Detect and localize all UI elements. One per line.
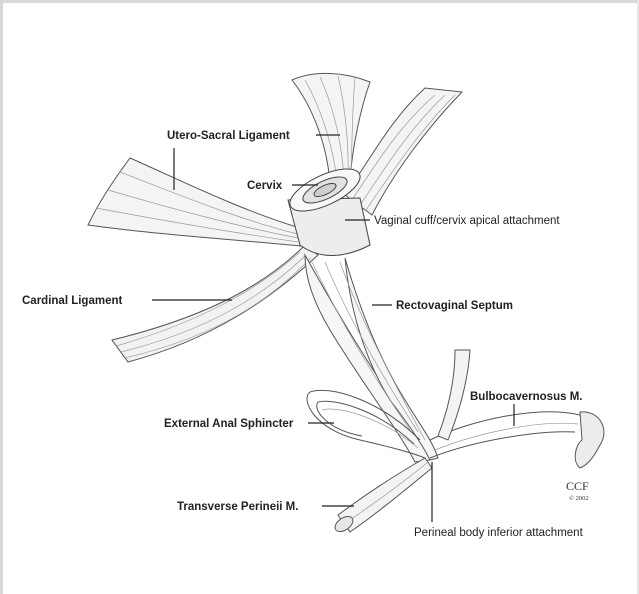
transverse-perineii-muscle bbox=[332, 458, 432, 535]
rectovaginal-septum bbox=[305, 255, 438, 462]
cardinal-ligament bbox=[112, 245, 318, 362]
label-cardinal-ligament: Cardinal Ligament bbox=[22, 295, 122, 307]
label-perineal-body: Perineal body inferior attachment bbox=[414, 527, 584, 539]
label-bulbocavernosus: Bulbocavernosus M. bbox=[470, 391, 582, 403]
label-transverse-perineii: Transverse Perineii M. bbox=[177, 501, 298, 513]
utero-sacral-ligament-left bbox=[88, 158, 300, 246]
label-vaginal-cuff: Vaginal cuff/cervix apical attachment bbox=[374, 215, 560, 227]
perineal-band bbox=[438, 350, 470, 440]
label-utero-sacral-ligament: Utero-Sacral Ligament bbox=[167, 130, 290, 142]
ccf-logo: CCF bbox=[566, 479, 589, 493]
utero-sacral-ligament-top bbox=[292, 73, 370, 185]
label-rectovaginal-septum: Rectovaginal Septum bbox=[396, 300, 513, 312]
copyright-year: © 2002 bbox=[569, 495, 589, 502]
label-cervix: Cervix bbox=[247, 180, 283, 192]
bulbocavernosus-muscle bbox=[430, 412, 604, 468]
label-external-anal-sphincter: External Anal Sphincter bbox=[164, 418, 294, 430]
